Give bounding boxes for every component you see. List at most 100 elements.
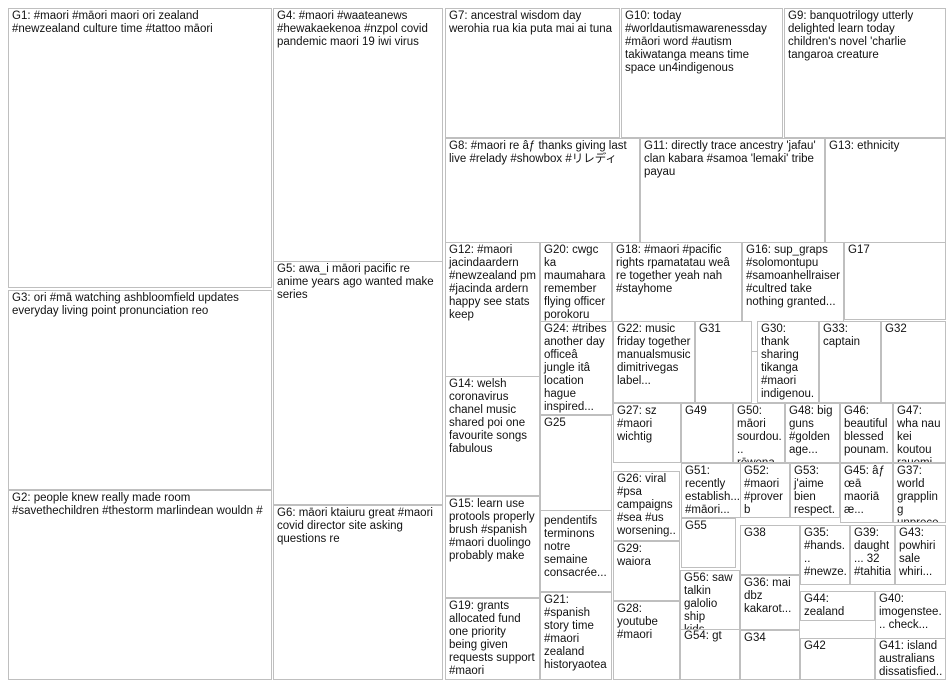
group-label: G52: #maori #proverb brave... <box>744 465 783 516</box>
group-panel-g35: G35: #hands... #newze... #kiwi... <box>800 525 850 585</box>
group-label: G25 <box>544 417 566 429</box>
group-panel-g12: G12: #maori jacindaardern #newzealand pm… <box>445 242 540 377</box>
group-label: G36: mai dbz kakarot... <box>744 577 794 615</box>
group-panel-g2: G2: people knew really made room #saveth… <box>8 490 272 680</box>
group-panel-g10: G10: today #worldautismawarenessday #māo… <box>621 8 783 138</box>
group-panel-g48: G48: big guns #golden age... <box>785 403 840 463</box>
group-panel-g40: G40: imogenstee... check... <box>875 591 946 641</box>
group-label: G43: powhiri sale whiri... <box>899 527 939 578</box>
group-panel-g4: G4: #maori #waateanews #hewakaekenoa #nz… <box>273 8 443 263</box>
group-panel-g33: G33: captain <box>819 321 881 403</box>
group-panel-g15: G15: learn use protools properly brush #… <box>445 496 540 598</box>
group-label: G2: people knew really made room #saveth… <box>12 492 263 517</box>
group-panel-g13: G13: ethnicity <box>825 138 946 243</box>
group-label: G18: #maori #pacific rights rpamatatau w… <box>616 244 733 295</box>
group-panel-g7: G7: ancestral wisdom day werohia rua kia… <box>445 8 620 138</box>
group-panel-g1: G1: #maori #māori maori ori zealand #new… <box>8 8 272 288</box>
group-panel-g51: G51: recently establish... #māori... <box>681 463 743 518</box>
group-label: G37: world grappling unprece... <box>897 465 942 523</box>
group-label: G41: island australians dissatisfied... <box>879 640 943 678</box>
group-panel-g47: G47: wha nau kei koutou rauemi... <box>893 403 946 463</box>
group-panel-g38: G38 <box>740 525 800 575</box>
group-label: G14: welsh coronavirus chanel music shar… <box>449 378 531 455</box>
group-label: G27: sz #maori wichtig <box>617 405 660 443</box>
group-label: G55 <box>685 520 707 532</box>
group-label: G12: #maori jacindaardern #newzealand pm… <box>449 244 540 321</box>
group-label: G15: learn use protools properly brush #… <box>449 498 538 562</box>
group-label: G9: banquotrilogy utterly delighted lear… <box>788 10 917 61</box>
group-label: G35: #hands... #newze... #kiwi... <box>804 527 847 585</box>
group-label: G24: #tribes another day officeâ jungle … <box>544 323 610 413</box>
group-label: G38 <box>744 527 766 539</box>
group-label: G28: youtube #maori <box>617 603 662 641</box>
group-label: G48: big guns #golden age... <box>789 405 836 456</box>
group-label: G6: māori ktaiuru great #maori covid dir… <box>277 507 437 545</box>
group-panel-g54: G54: gt <box>680 628 740 680</box>
group-panel-g26: G26: viral #psa campaigns #sea #us worse… <box>613 471 680 541</box>
group-panel-g6: G6: māori ktaiuru great #maori covid dir… <box>273 505 443 680</box>
group-panel-g31: G31 <box>695 321 752 403</box>
group-label: G5: awa_i māori pacific re anime years a… <box>277 263 437 301</box>
group-panel-g24: G24: #tribes another day officeâ jungle … <box>540 321 613 415</box>
group-panel-g17: G17 <box>844 242 946 320</box>
group-panel-g23: G23: ces pendentifs terminons notre sema… <box>540 500 612 592</box>
group-label: G47: wha nau kei koutou rauemi... <box>897 405 944 463</box>
group-label: G49 <box>685 405 707 417</box>
group-label: G23: ces pendentifs terminons notre sema… <box>544 502 607 579</box>
group-panel-g55: G55 <box>681 518 736 568</box>
group-label: G13: ethnicity <box>829 140 900 152</box>
group-label: G39: daught... 32 #tahitia... <box>854 527 892 585</box>
group-panel-g21: G21: #spanish story time #maori zealand … <box>540 592 612 680</box>
group-label: G34 <box>744 632 766 644</box>
group-panel-g11: G11: directly trace ancestry 'jafau' cla… <box>640 138 825 243</box>
group-panel-g9: G9: banquotrilogy utterly delighted lear… <box>784 8 946 138</box>
group-panel-g52: G52: #maori #proverb brave... <box>740 463 790 518</box>
group-label: G19: grants allocated fund one priority … <box>449 600 538 677</box>
group-panel-g39: G39: daught... 32 #tahitia... <box>850 525 895 585</box>
group-panel-g3: G3: ori #mā watching ashbloomfield updat… <box>8 290 272 490</box>
group-panel-g30: G30: thank sharing tikanga #maori indige… <box>757 321 819 403</box>
group-label: G4: #maori #waateanews #hewakaekenoa #nz… <box>277 10 432 48</box>
group-label: G50: māori sourdou... rēwena... <box>737 405 782 463</box>
group-label: G31 <box>699 323 721 335</box>
group-label: G56: saw talkin galolio ship kids... <box>684 572 736 630</box>
group-label: G46: beautiful blessed pounam... <box>844 405 891 463</box>
group-panel-g29: G29: waiora <box>613 541 680 601</box>
group-label: G32 <box>885 323 907 335</box>
group-panel-g27: G27: sz #maori wichtig <box>613 403 681 463</box>
group-label: G51: recently establish... #māori... <box>685 465 740 516</box>
group-panel-g41: G41: island australians dissatisfied... <box>875 638 946 680</box>
group-label: G40: imogenstee... check... <box>879 593 942 631</box>
group-label: G53: j'aime bien respect... <box>794 465 835 516</box>
group-panel-g37: G37: world grappling unprece... <box>893 463 946 523</box>
group-label: G11: directly trace ancestry 'jafau' cla… <box>644 140 819 178</box>
group-panel-g19: G19: grants allocated fund one priority … <box>445 598 540 680</box>
group-panel-g46: G46: beautiful blessed pounam... <box>840 403 893 463</box>
group-label: G30: thank sharing tikanga #maori indige… <box>761 323 815 402</box>
group-label: G54: gt <box>684 630 722 642</box>
group-label: G22: music friday together manualsmusic … <box>617 323 694 387</box>
group-label: G33: captain <box>823 323 861 348</box>
group-panel-g53: G53: j'aime bien respect... <box>790 463 840 518</box>
group-panel-g32: G32 <box>881 321 946 403</box>
group-panel-g25: G25 <box>540 415 612 511</box>
group-label: G45: âƒ œā maoriā æ... <box>844 465 889 516</box>
group-panel-g28: G28: youtube #maori <box>613 601 680 680</box>
group-panel-g43: G43: powhiri sale whiri... <box>895 525 946 585</box>
group-label: G42 <box>804 640 826 652</box>
group-panel-g5: G5: awa_i māori pacific re anime years a… <box>273 261 443 505</box>
group-panel-g8: G8: #maori re âƒ thanks giving last live… <box>445 138 640 243</box>
group-panel-g34: G34 <box>740 630 800 680</box>
group-label: G21: #spanish story time #maori zealand … <box>544 594 607 680</box>
group-panel-g44: G44: zealand <box>800 591 875 621</box>
group-panel-g45: G45: âƒ œā maoriā æ... <box>840 463 893 523</box>
group-label: G8: #maori re âƒ thanks giving last live… <box>449 140 630 165</box>
group-label: G26: viral #psa campaigns #sea #us worse… <box>617 473 676 540</box>
group-label: G16: sup_graps #solomontupu #samoanhellr… <box>746 244 844 308</box>
group-label: G10: today #worldautismawarenessday #māo… <box>625 10 771 74</box>
group-label: G44: zealand <box>804 593 845 618</box>
group-label: G3: ori #mā watching ashbloomfield updat… <box>12 292 243 317</box>
group-label: G7: ancestral wisdom day werohia rua kia… <box>449 10 613 35</box>
group-panel-g42: G42 <box>800 638 875 680</box>
group-panel-g36: G36: mai dbz kakarot... <box>740 575 800 630</box>
